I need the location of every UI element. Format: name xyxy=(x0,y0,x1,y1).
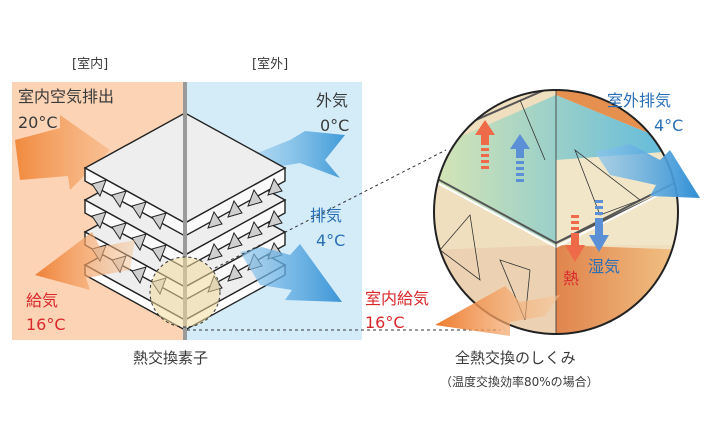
heat-label: 熱 xyxy=(563,269,580,288)
indoor-supply-arrow xyxy=(435,286,560,336)
moisture-down-arrow xyxy=(589,200,609,252)
indoor-exhaust-temp: 20°C xyxy=(18,113,58,132)
supply-arrow xyxy=(35,232,135,290)
outdoor-air-temp: 0°C xyxy=(320,116,350,135)
indoor-header: [室内] xyxy=(72,57,109,72)
outdoor-air-label: 外気 xyxy=(316,91,349,110)
magnify-region xyxy=(149,256,221,328)
outdoor-exhaust-temp: 4°C xyxy=(654,116,684,135)
heat-down-arrow xyxy=(565,215,585,262)
outdoor-exhaust-label: 室外排気 xyxy=(607,91,672,110)
wall-divider xyxy=(183,82,187,340)
outdoor-header: [室外] xyxy=(252,57,289,72)
supply-temp: 16°C xyxy=(26,315,66,334)
exhaust-temp: 4°C xyxy=(316,231,346,250)
detail-circle xyxy=(434,90,678,334)
humidity-label: 湿気 xyxy=(588,257,621,276)
indoor-supply-label: 室内給気 xyxy=(365,289,430,308)
outdoor-exhaust-arrow xyxy=(595,144,700,198)
moisture-up-arrow xyxy=(510,134,530,182)
exhaust-arrow xyxy=(240,244,342,302)
indoor-exhaust-label: 室内空気排出 xyxy=(18,87,115,106)
mechanism-subcaption: （温度交換効率80%の場合） xyxy=(440,375,599,389)
exhaust-label: 排気 xyxy=(310,206,343,225)
heat-up-arrow xyxy=(475,120,495,169)
exchanger-caption: 熱交換素子 xyxy=(133,349,209,367)
supply-label: 給気 xyxy=(26,291,59,310)
mechanism-caption: 全熱交換のしくみ xyxy=(455,349,576,367)
indoor-supply-temp: 16°C xyxy=(365,313,405,332)
